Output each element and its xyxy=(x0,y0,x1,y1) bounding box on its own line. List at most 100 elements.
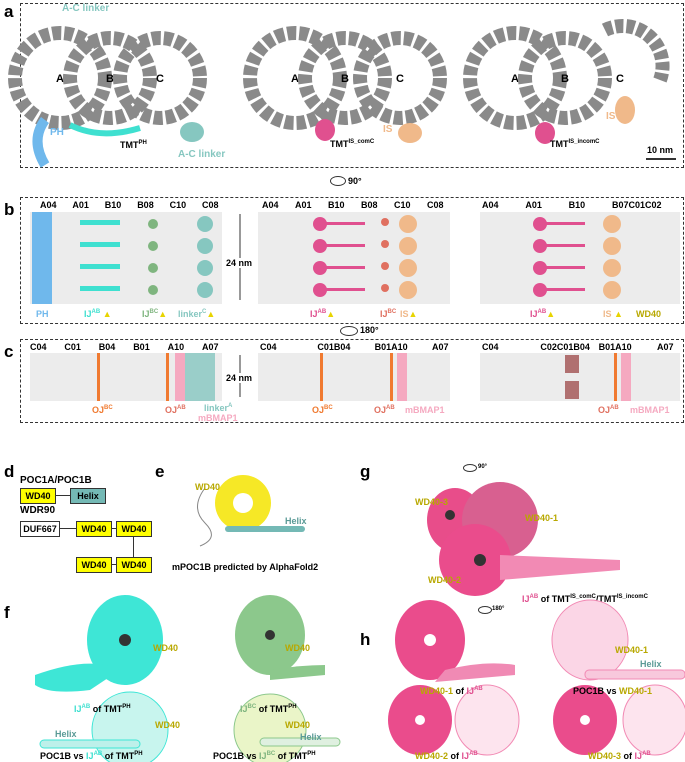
protofilament-label: C08 xyxy=(427,200,444,210)
is-density xyxy=(398,123,422,143)
protofilament-label: A04 xyxy=(262,200,279,210)
h-caption-4: WD40-3 of IJAB xyxy=(588,751,651,761)
panel-f-densities xyxy=(35,595,341,762)
ij-ab-helix xyxy=(545,288,585,291)
ij-ab-helix xyxy=(545,244,585,247)
ij-ab-density xyxy=(313,217,327,231)
protofilament-label: A04 xyxy=(40,200,57,210)
ij-bc-density xyxy=(381,284,389,292)
linker-density xyxy=(197,216,213,232)
ij-ab-density xyxy=(533,239,547,253)
panel-c-longitudinal-views xyxy=(30,353,680,401)
panel-h-densities xyxy=(388,599,685,756)
tubule-label: C xyxy=(156,73,164,85)
protofilament-label: A01 xyxy=(295,200,312,210)
label-oj-ab-1: OJAB xyxy=(165,405,186,415)
partial-c-tubule xyxy=(601,18,670,83)
is-density xyxy=(565,381,579,399)
f-wd40-1: WD40 xyxy=(153,643,179,653)
is-density xyxy=(565,355,579,373)
tubule-label: A xyxy=(291,73,299,85)
ph-label: PH xyxy=(50,127,64,138)
microtubule-strip xyxy=(30,212,222,304)
f-helix-2: Helix xyxy=(300,732,322,742)
wdr90-title: WDR90 xyxy=(20,505,56,516)
protofilament-label: C01 xyxy=(64,342,81,352)
panel-label-h: h xyxy=(360,630,371,649)
ij-ab-density xyxy=(313,261,327,275)
h-caption-1: WD40-1 of IJAB xyxy=(420,686,483,696)
ij-ab-density xyxy=(315,119,335,141)
rotation-180: 180° xyxy=(360,325,379,335)
label-ph: PH xyxy=(36,309,49,319)
ij-bc-ph-density xyxy=(148,285,158,295)
is-label-1: IS xyxy=(383,124,393,135)
is-density xyxy=(615,96,635,124)
caption-tmt-ph: TMTPH xyxy=(120,140,147,150)
linker-density xyxy=(197,260,213,276)
panel-label-f: f xyxy=(4,603,10,622)
label-ij-bc-comc: IJBC xyxy=(380,309,397,319)
caption-tmt-is-comc: TMTIS_comC xyxy=(330,139,375,149)
panel-c-box xyxy=(20,339,684,423)
label-linker-c: linkerC▲ xyxy=(178,309,216,319)
tubule-B xyxy=(63,31,157,125)
scale-bar xyxy=(646,158,676,160)
protofilament-label: A07 xyxy=(202,342,219,352)
is-density xyxy=(399,237,417,255)
label-mbmap1-3: mBMAP1 xyxy=(630,405,670,415)
tubule-B xyxy=(298,31,392,125)
protofilament-label: B08 xyxy=(361,200,378,210)
protofilament-label: A07 xyxy=(432,342,449,352)
caption-tmt-is-incomc: TMTIS_incomC xyxy=(550,139,600,149)
protofilament-label: B04 xyxy=(98,342,116,352)
microtubule-strip xyxy=(258,353,450,401)
h-caption-2: POC1B vs WD40-1 xyxy=(573,686,653,696)
wdr90-wd40-3: WD40 xyxy=(76,557,112,573)
oj-density xyxy=(390,353,393,401)
f-wd40-3: WD40 xyxy=(155,720,181,730)
ij-ab-helix xyxy=(325,266,365,269)
alphafold-structure xyxy=(197,475,305,547)
ij-bc-ph-density xyxy=(148,219,158,229)
is-density xyxy=(603,237,621,255)
helix-domain: Helix xyxy=(70,488,106,504)
tubule-A xyxy=(463,26,567,130)
tubule-label: C xyxy=(396,73,404,85)
linker-density xyxy=(197,282,213,298)
protofilament-label: B01A10 xyxy=(598,342,632,352)
length-24nm-c: 24 nm xyxy=(226,373,253,383)
protofilament-label: B08 xyxy=(137,200,154,210)
ij-ab-density xyxy=(533,261,547,275)
protofilament-label: C08 xyxy=(202,200,219,210)
tubule-label: C xyxy=(616,73,624,85)
protofilament-label: C10 xyxy=(394,200,411,210)
is-density xyxy=(603,281,621,299)
g-wd40-1: WD40-1 xyxy=(525,513,559,523)
label-wd40-b: WD40 xyxy=(636,309,662,319)
ij-ab-helix xyxy=(325,222,365,225)
g-caption: IJAB of TMTIS_comC/TMTIS_incomC xyxy=(522,594,648,604)
rotate-90-icon xyxy=(463,464,477,472)
wdr90-wd40-2: WD40 xyxy=(116,521,152,537)
f-helix-1: Helix xyxy=(55,729,77,739)
oj-density xyxy=(97,353,100,401)
poc1-title: POC1A/POC1B xyxy=(20,475,92,486)
is-density xyxy=(603,259,621,277)
scale-bar-label: 10 nm xyxy=(647,145,674,155)
tubule-C xyxy=(353,31,447,125)
tubule-label: B xyxy=(561,73,569,85)
protofilament-label: A04 xyxy=(482,200,499,210)
ij-bc-density xyxy=(381,240,389,248)
ij-ab-density xyxy=(533,217,547,231)
rotation-90: 90° xyxy=(348,176,362,186)
ac-linker-label-top: A-C linker xyxy=(62,3,110,14)
tubule-label: B xyxy=(106,73,114,85)
linker-density xyxy=(197,238,213,254)
ij-ab-helix xyxy=(325,288,365,291)
label-oj-ab-2: OJAB xyxy=(374,405,395,415)
panel-label-b: b xyxy=(4,200,15,219)
protofilament-label: C04 xyxy=(260,342,277,352)
is-density xyxy=(399,215,417,233)
